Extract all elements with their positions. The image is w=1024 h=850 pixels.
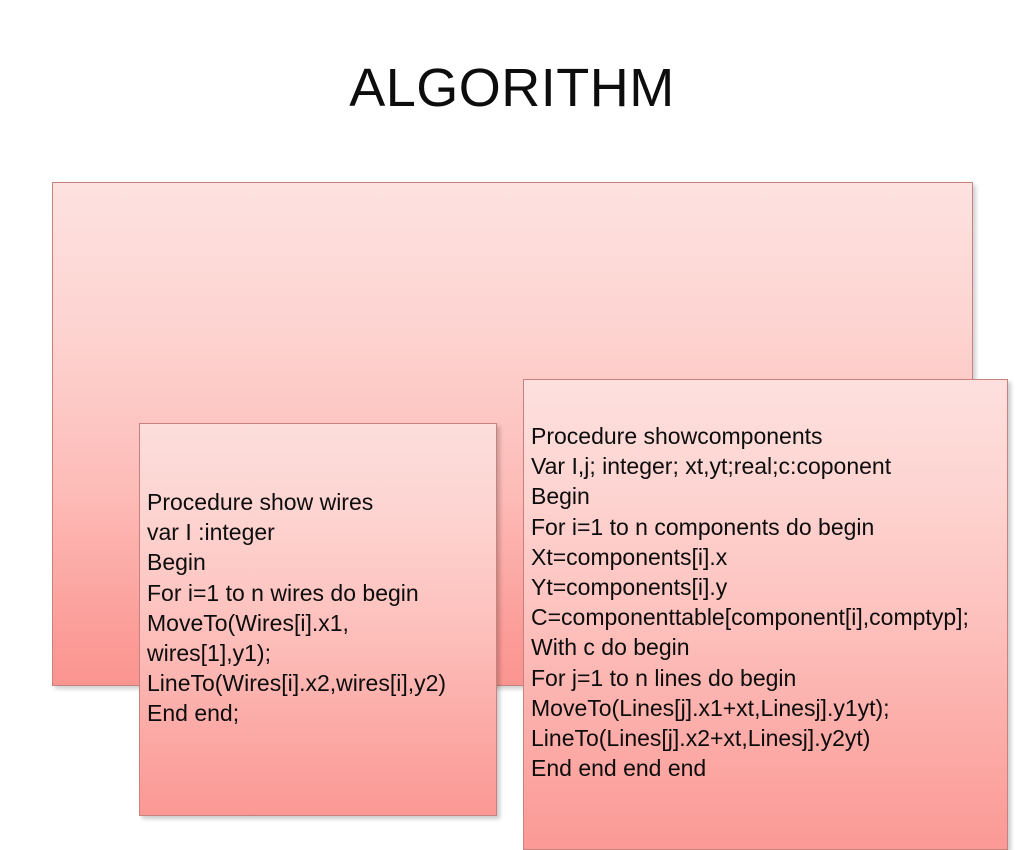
show-components-code-line: C=componenttable[component[i],comptyp]; xyxy=(531,604,969,631)
show-components-code-line: LineTo(Lines[j].x2+xt,Linesj].y2yt) xyxy=(531,724,871,751)
show-wires-code-line: LineTo(Wires[i].x2,wires[i],y2) xyxy=(147,670,447,697)
show-components-code-line: With c do begin xyxy=(531,634,690,661)
show-components-code-line: Xt=components[i].x xyxy=(531,543,728,570)
show-components-code-line: End end end end xyxy=(531,755,707,782)
show-wires-code-line: Begin xyxy=(147,549,206,576)
show-wires-code-line: End end; xyxy=(147,700,240,727)
show-components-code-line: For j=1 to n lines do begin xyxy=(531,664,797,691)
presentation-slide: ALGORITHM Procedure show wires var I :int… xyxy=(52,58,1008,850)
show-components-code-line: MoveTo(Lines[j].x1+xt,Linesj].y1yt); xyxy=(531,694,890,721)
show-wires-code-line: For i=1 to n wires do begin xyxy=(147,579,419,606)
show-wires-code-line: Procedure show wires xyxy=(147,489,374,515)
show-components-code-line: Yt=components[i].y xyxy=(531,573,728,600)
show-wires-code-line: MoveTo(Wires[i].x1, xyxy=(147,609,349,636)
show-components-code-line: Var I,j; integer; xt,yt;real;c:coponent xyxy=(531,453,892,480)
show-wires-code-line: wires[1],y1); xyxy=(147,639,271,666)
show-components-code-line: For i=1 to n components do begin xyxy=(531,513,875,540)
page-title: ALGORITHM xyxy=(349,58,675,118)
show-wires-code-line: var I :integer xyxy=(147,519,275,546)
show-components-code-line: Procedure showcomponents xyxy=(531,423,823,449)
show-components-code-line: Begin xyxy=(531,483,590,510)
